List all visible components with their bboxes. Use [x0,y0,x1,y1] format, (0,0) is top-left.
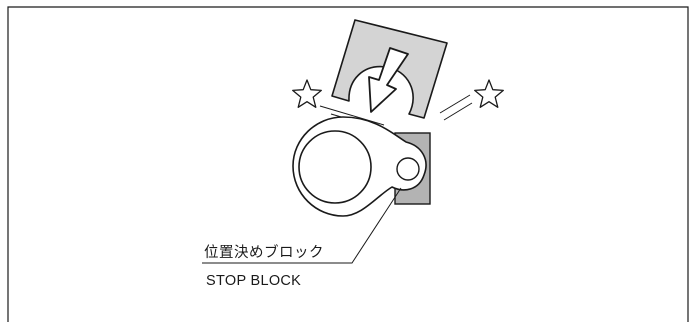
label-japanese: 位置決めブロック [204,243,324,261]
star-icon [292,79,322,108]
leader-line [202,187,402,264]
frame-border [7,6,689,322]
label-english: STOP BLOCK [206,273,301,289]
arrow-down-left-icon [368,47,409,113]
lever-hub [298,130,372,204]
lever-pin [396,157,420,181]
star-icon [474,79,504,108]
